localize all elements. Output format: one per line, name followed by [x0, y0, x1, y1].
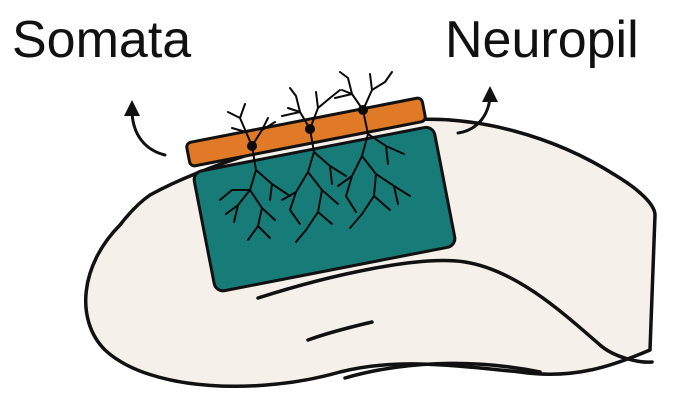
somata-label: Somata: [12, 14, 191, 66]
curved-arrow-up-left-icon: [124, 100, 165, 155]
neuropil-label: Neuropil: [445, 14, 639, 66]
